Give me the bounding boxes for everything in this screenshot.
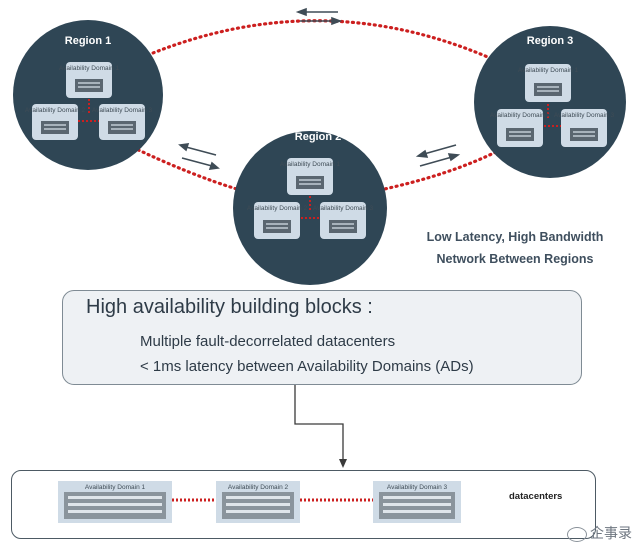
network-caption-line2: Network Between Regions: [436, 252, 594, 266]
ad-label: Availability Domain 3: [313, 205, 374, 212]
availability-domain-tile: Availability Domain 2: [490, 109, 551, 147]
datacenter-tile: Availability Domain 1: [58, 481, 172, 523]
availability-domain-tile: Availability Domain 2: [247, 202, 308, 239]
region-1: Region 1 Availability Domain 1 Availabil…: [13, 20, 163, 170]
ha-title: High availability building blocks :: [86, 296, 373, 318]
ad-label: Availability Domain 1: [280, 161, 341, 168]
ad-label: Availability Domain 2: [490, 112, 551, 119]
datacenters-label: datacenters: [509, 491, 563, 502]
region-title: Region 1: [65, 35, 111, 47]
availability-domain-tile: Availability Domain 3: [554, 109, 615, 147]
arrows-region1-region2: [178, 143, 220, 170]
arrow-head-icon: [339, 459, 347, 468]
wechat-icon: [567, 526, 587, 542]
ad-label: Availability Domain 3: [92, 107, 153, 114]
region-2: Region 2 Availability Domain 1 Availabil…: [233, 131, 387, 285]
ad-label: Availability Domain 1: [518, 67, 579, 74]
arrows-region2-region3: [415, 144, 461, 167]
ad-label: Availability Domain 2: [25, 107, 86, 114]
ha-building-blocks-box: [62, 290, 582, 385]
datacenter-tile: Availability Domain 3: [373, 481, 461, 523]
region-title: Region 3: [527, 35, 573, 47]
ha-line-2: < 1ms latency between Availability Domai…: [140, 358, 474, 375]
ad-label: Availability Domain 3: [554, 112, 615, 119]
arrows-region1-region3: [295, 7, 343, 26]
ha-line-1: Multiple fault-decorrelated datacenters: [140, 333, 396, 350]
link-region2-region3: [378, 148, 502, 192]
availability-domain-tile: Availability Domain 1: [280, 158, 341, 195]
network-caption-line1: Low Latency, High Bandwidth: [426, 230, 604, 244]
region-3: Region 3 Availability Domain 1 Availabil…: [474, 26, 626, 178]
watermark: 企事录: [567, 523, 632, 543]
dc-label: Availability Domain 2: [228, 484, 289, 491]
availability-domain-tile: Availability Domain 2: [25, 104, 86, 140]
watermark-text: 企事录: [590, 525, 632, 541]
dc-label: Availability Domain 1: [85, 484, 146, 491]
region-title: Region 2: [295, 131, 341, 143]
availability-domain-tile: Availability Domain 1: [59, 62, 120, 98]
dc-label: Availability Domain 3: [387, 484, 448, 491]
link-region1-region2: [126, 143, 242, 192]
datacenter-tile: Availability Domain 2: [216, 481, 300, 523]
ad-label: Availability Domain 1: [59, 65, 120, 72]
availability-domain-tile: Availability Domain 1: [518, 64, 579, 102]
connector-arrow: [294, 385, 344, 462]
availability-domain-tile: Availability Domain 3: [313, 202, 374, 239]
availability-domain-tile: Availability Domain 3: [92, 104, 153, 140]
ad-label: Availability Domain 2: [247, 205, 308, 212]
